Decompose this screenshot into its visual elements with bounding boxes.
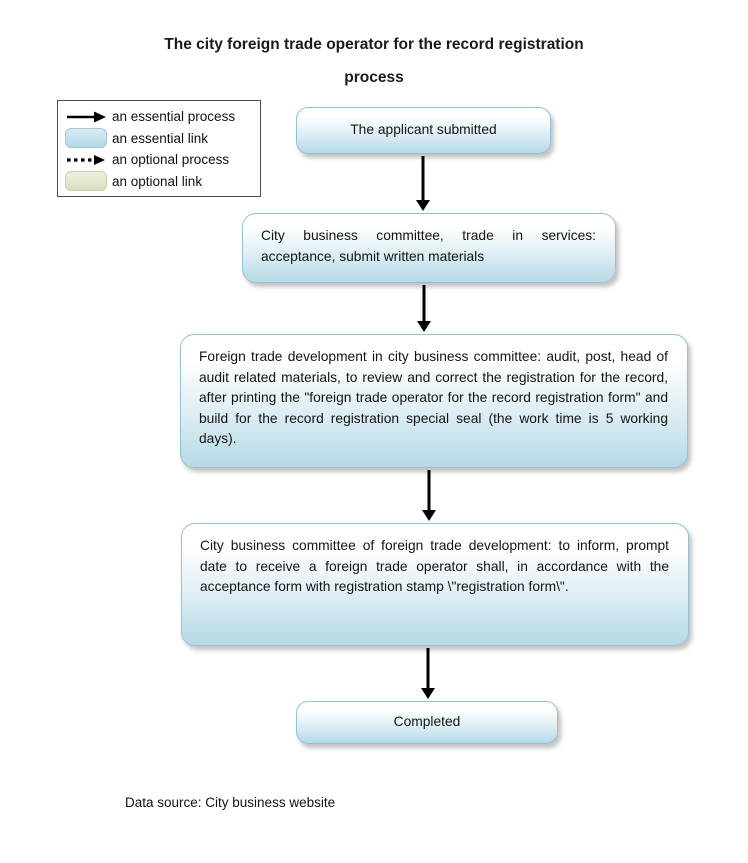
flow-arrow-down-icon <box>416 156 430 211</box>
legend-item-essential-link: an essential link <box>65 128 254 150</box>
flow-arrow-down-icon <box>422 470 436 521</box>
essential-link-swatch-icon <box>65 128 109 149</box>
legend: an essential process an essential link a… <box>57 100 261 197</box>
legend-label: an optional process <box>112 152 230 168</box>
flow-node-label: Foreign trade development in city busine… <box>199 349 668 446</box>
flow-node-audit: Foreign trade development in city busine… <box>180 334 688 468</box>
legend-label: an essential process <box>112 109 236 125</box>
page-title-line2: process <box>344 69 404 86</box>
legend-label: an essential link <box>112 130 209 146</box>
flow-arrow-down-icon <box>421 648 435 699</box>
dotted-arrow-icon <box>65 153 109 167</box>
flow-node-applicant-submitted: The applicant submitted <box>296 107 551 154</box>
page-title: The city foreign trade operator for the … <box>0 28 748 94</box>
flow-node-completed: Completed <box>296 701 558 744</box>
solid-arrow-icon <box>65 110 109 124</box>
flow-node-label: Completed <box>393 714 461 730</box>
optional-link-swatch-icon <box>65 171 109 192</box>
page-title-line1: The city foreign trade operator for the … <box>164 36 584 53</box>
legend-item-essential-process: an essential process <box>65 106 254 128</box>
data-source-note: Data source: City business website <box>125 795 336 810</box>
flow-node-label: City business committee of foreign trade… <box>200 538 669 594</box>
flow-node-acceptance: City business committee, trade in servic… <box>242 213 616 283</box>
legend-item-optional-link: an optional link <box>65 171 254 193</box>
flow-arrow-down-icon <box>417 285 431 332</box>
legend-label: an optional link <box>112 173 203 189</box>
flow-node-label: The applicant submitted <box>350 122 497 138</box>
legend-item-optional-process: an optional process <box>65 149 254 171</box>
flow-node-label: City business committee, trade in servic… <box>261 228 596 264</box>
flow-node-inform: City business committee of foreign trade… <box>181 523 689 646</box>
